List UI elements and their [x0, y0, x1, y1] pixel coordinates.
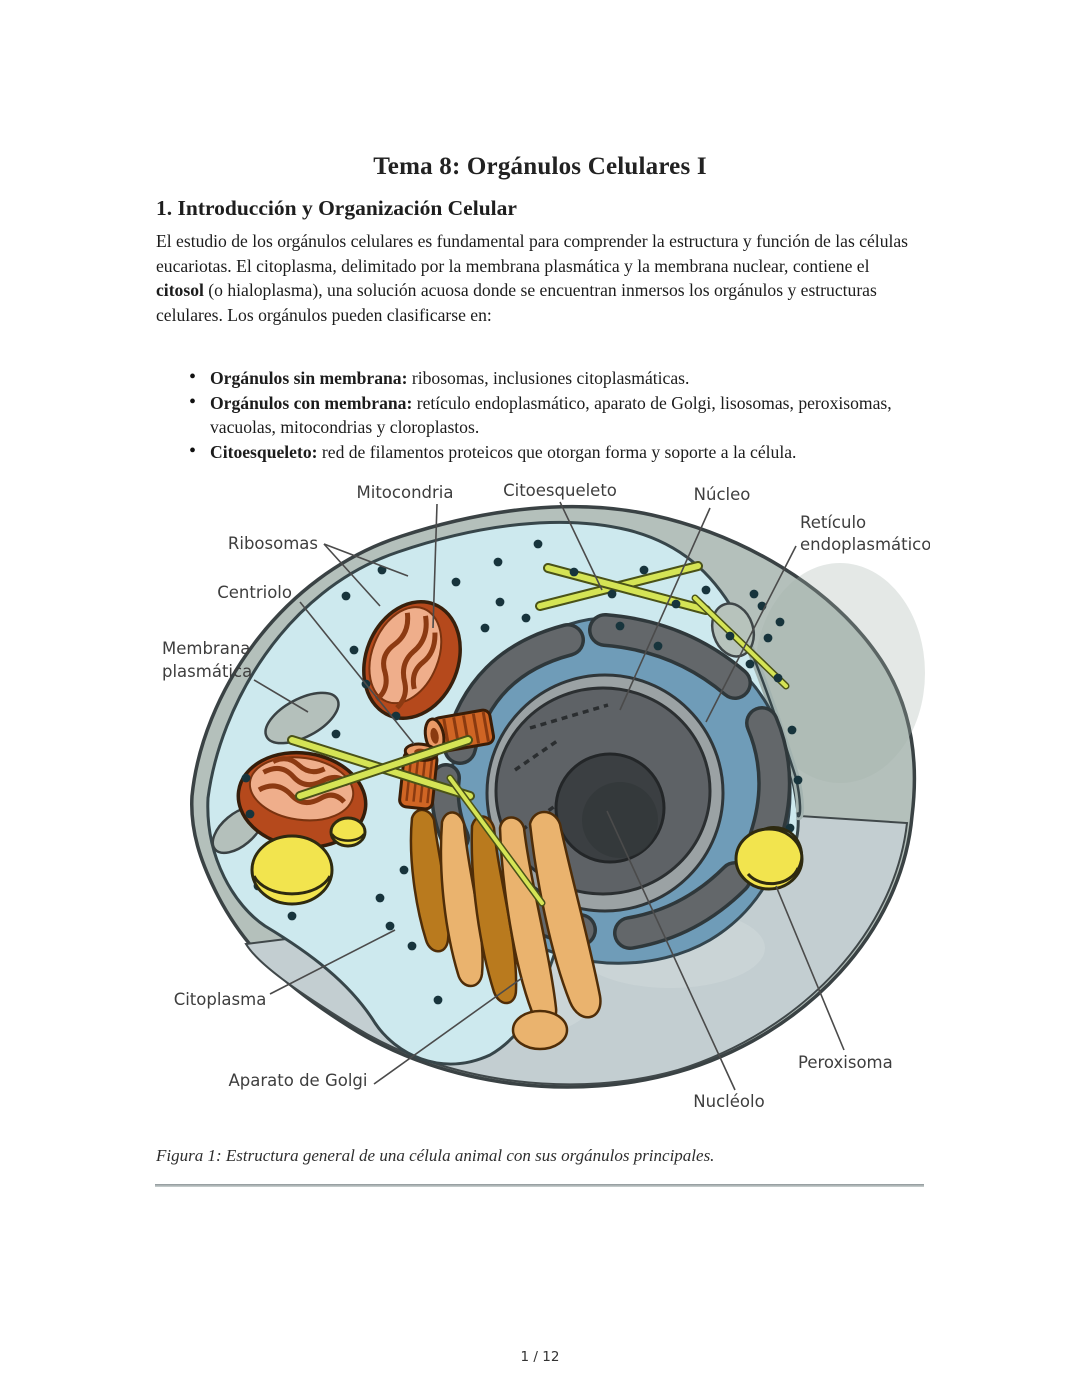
- figure-label-mitocondria: Mitocondria: [357, 483, 454, 502]
- list-item-label: Orgánulos con membrana:: [210, 392, 413, 413]
- page-title: Tema 8: Orgánulos Celulares I: [373, 153, 707, 180]
- peroxisome: [734, 826, 804, 891]
- organelle-classification-list: Orgánulos sin membrana: ribosomas, inclu…: [188, 365, 920, 465]
- list-item-text: red de filamentos proteicos que otorgan …: [317, 441, 797, 462]
- golgi-apparatus: [409, 808, 602, 1051]
- animal-cell-illustration: Mitocondria Citoesqueleto Núcleo Retícul…: [162, 481, 930, 1111]
- figure-caption: Figura 1: Estructura general de una célu…: [156, 1146, 715, 1165]
- figure-label-citoplasma: Citoplasma: [174, 990, 267, 1009]
- lysosome-small: [329, 816, 367, 848]
- leader-lines: [253, 501, 845, 1091]
- intro-text-after: (o hialoplasma), una solución acuosa don…: [156, 280, 877, 325]
- figure-label-reticulo-line1: Retículo: [800, 513, 866, 532]
- intro-text-before: El estudio de los orgánulos celulares es…: [156, 231, 909, 276]
- list-item-text: ribosomas, inclusiones citoplasmáticas.: [407, 368, 690, 388]
- section-heading: 1. Introducción y Organización Celular: [156, 196, 517, 220]
- list-item: Orgánulos con membrana: retículo endopla…: [188, 390, 920, 440]
- figure-label-reticulo-line2: endoplasmático: [800, 535, 930, 554]
- figure-label-nucleo: Núcleo: [694, 485, 751, 504]
- list-item: Orgánulos sin membrana: ribosomas, inclu…: [188, 365, 920, 391]
- list-item: Citoesqueleto: red de filamentos proteic…: [188, 439, 920, 465]
- figure-label-membrana-line2: plasmática: [162, 662, 252, 681]
- list-item-text: retículo endoplasmático, aparato de Golg…: [210, 392, 892, 438]
- lysosome-large: [250, 834, 334, 906]
- horizontal-divider: [155, 1184, 924, 1187]
- figure-label-aparato-golgi: Aparato de Golgi: [229, 1071, 368, 1090]
- figure-label-nucleolo: Nucléolo: [693, 1092, 764, 1111]
- figure-cell-diagram: Mitocondria Citoesqueleto Núcleo Retícul…: [150, 478, 930, 1123]
- page-number: 1 / 12: [520, 1349, 560, 1365]
- figure-label-citoesqueleto: Citoesqueleto: [503, 481, 617, 500]
- list-item-label: Citoesqueleto:: [210, 441, 318, 462]
- figure-label-centriolo: Centriolo: [217, 583, 292, 602]
- mitochondrion-top: [362, 600, 462, 720]
- intro-paragraph: El estudio de los orgánulos celulares es…: [156, 229, 920, 327]
- figure-label-peroxisoma: Peroxisoma: [798, 1053, 893, 1072]
- figure-label-membrana-line1: Membrana: [162, 639, 250, 658]
- list-item-label: Orgánulos sin membrana:: [210, 368, 408, 388]
- figure-label-ribosomas: Ribosomas: [228, 534, 318, 553]
- intro-bold-term: citosol: [156, 280, 204, 301]
